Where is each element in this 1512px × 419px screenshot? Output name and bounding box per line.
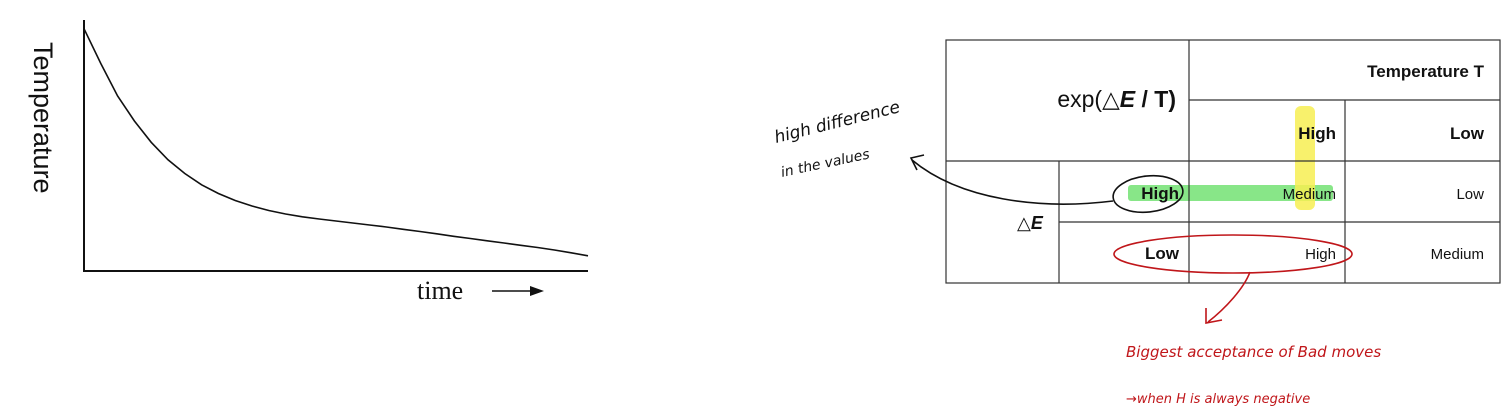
acceptance-table: exp(△E / T) Temperature T High Low △E Hi… (945, 39, 1501, 284)
row-header-high: High (1141, 184, 1179, 203)
black-note-line2: in the values (780, 147, 872, 181)
cooling-chart: Temperature time (28, 20, 589, 305)
cell-high-low: Low (1456, 186, 1484, 203)
x-axis-label: time (417, 276, 463, 305)
red-arrow-line (1207, 271, 1251, 323)
x-axis-arrow (492, 286, 544, 296)
row-group-header: △E (1017, 213, 1044, 233)
red-note-line2: →when H is always negative (1126, 392, 1310, 407)
red-note-line1: Biggest acceptance of Bad moves (1126, 343, 1381, 361)
col-header-high: High (1298, 124, 1336, 143)
green-highlight (1128, 185, 1333, 201)
black-circle (1112, 174, 1184, 214)
black-arrow-curve (911, 159, 1114, 205)
black-note-line1: high difference (772, 97, 902, 148)
black-annotation: high difference in the values (772, 97, 1184, 214)
temperature-curve (83, 28, 589, 257)
row-header-low: Low (1145, 244, 1180, 263)
red-annotation: Biggest acceptance of Bad moves →when H … (1113, 234, 1381, 407)
cell-low-low: Medium (1431, 246, 1484, 263)
cell-low-high: High (1305, 246, 1336, 263)
y-axis-label: Temperature (28, 42, 58, 194)
red-arrow-head (1205, 308, 1223, 324)
col-header-low: Low (1450, 124, 1485, 143)
cell-high-high: Medium (1283, 186, 1336, 203)
table-formula-header: exp(△E / T) (1057, 86, 1176, 112)
col-group-header: Temperature T (1367, 62, 1484, 81)
black-arrow-head (909, 154, 925, 171)
red-circle (1113, 234, 1353, 274)
yellow-highlight (1295, 106, 1315, 210)
